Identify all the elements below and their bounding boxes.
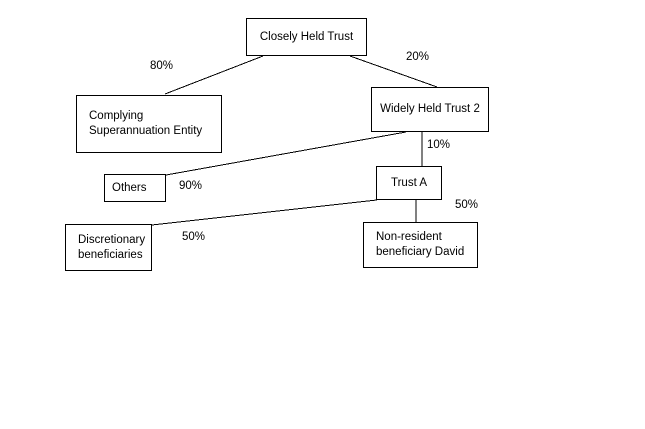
node-label: Trust A [391, 176, 427, 189]
node-non-resident-beneficiary-david[interactable]: Non-resident beneficiary David [363, 222, 478, 268]
edge-others-to-widely-held-trust-2 [165, 131, 407, 176]
node-trust-a[interactable]: Trust A [376, 166, 442, 200]
node-label: Non-resident [376, 231, 442, 243]
edge-percent-label: 50% [182, 231, 206, 243]
edge-closely-held-trust-to-complying-superannuation-entity [164, 55, 264, 95]
node-widely-held-trust-2[interactable]: Widely Held Trust 2 [371, 87, 489, 132]
edge-percent-label: 90% [179, 180, 203, 192]
edge-percent-label: 10% [427, 139, 451, 151]
node-label: Superannuation Entity [89, 125, 203, 137]
node-label: Complying [89, 110, 144, 122]
node-label: Closely Held Trust [259, 30, 354, 43]
node-label: beneficiary David [376, 246, 465, 258]
edge-discretionary-beneficiaries-to-trust-a [151, 199, 378, 226]
node-discretionary-beneficiaries[interactable]: Discretionary beneficiaries [65, 224, 152, 271]
node-label: Discretionary [78, 233, 146, 246]
edge-closely-held-trust-to-widely-held-trust-2 [349, 55, 438, 88]
node-label: Others [112, 181, 147, 194]
node-label: beneficiaries [78, 248, 143, 261]
node-closely-held-trust[interactable]: Closely Held Trust [246, 18, 367, 56]
node-label: Widely Held Trust 2 [380, 103, 480, 115]
edge-percent-label: 50% [455, 199, 479, 211]
node-others[interactable]: Others [104, 174, 166, 202]
edge-percent-label: 20% [406, 51, 430, 63]
edge-percent-label: 80% [150, 60, 174, 72]
